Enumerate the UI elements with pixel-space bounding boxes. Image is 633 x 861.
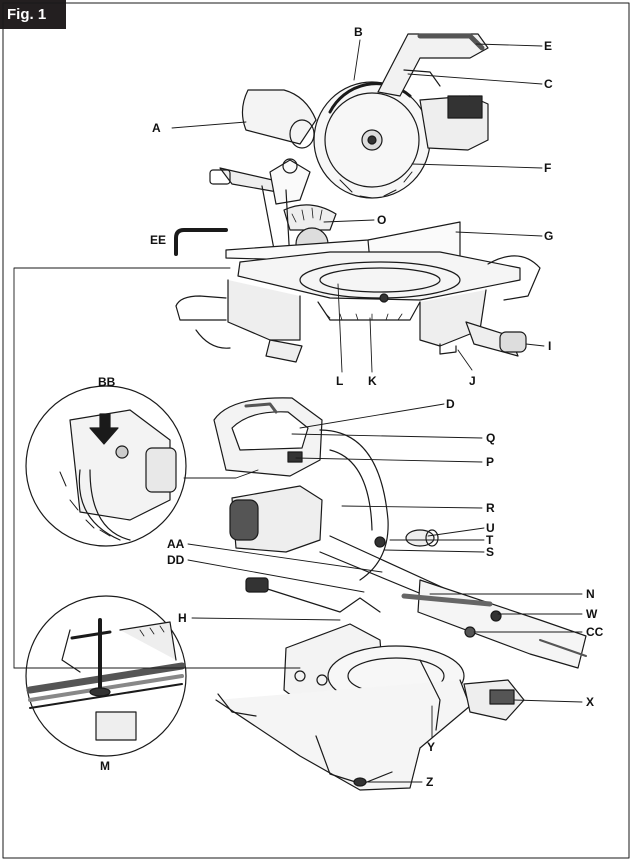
callout-r: R — [486, 501, 495, 515]
callout-g: G — [544, 229, 554, 243]
callout-cc: CC — [586, 625, 604, 639]
callout-aa: AA — [167, 537, 185, 551]
callout-a: A — [152, 121, 161, 135]
callout-b: B — [354, 25, 363, 39]
callout-dd: DD — [167, 553, 185, 567]
callout-e: E — [544, 39, 553, 53]
callout-o: O — [377, 213, 387, 227]
callout-u: U — [486, 521, 495, 535]
callout-m: M — [100, 759, 110, 773]
top-saw-illustration — [175, 33, 541, 363]
detail-circle-m — [25, 595, 187, 757]
callout-z: Z — [426, 775, 434, 789]
callout-h: H — [178, 611, 187, 625]
callout-l: L — [336, 374, 344, 388]
callout-x: X — [586, 695, 595, 709]
rear-saw-illustration — [213, 397, 587, 791]
callout-ee: EE — [150, 233, 167, 247]
callout-s: S — [486, 545, 495, 559]
callout-j: J — [469, 374, 476, 388]
callout-i: I — [548, 339, 552, 353]
callout-c: C — [544, 77, 553, 91]
callout-p: P — [486, 455, 495, 469]
figure-tab: Fig. 1 — [0, 0, 66, 29]
callout-bb: BB — [98, 375, 116, 389]
callout-n: N — [586, 587, 595, 601]
allen-key-icon — [174, 228, 228, 256]
callout-y: Y — [427, 740, 436, 754]
callout-f: F — [544, 161, 552, 175]
callout-k: K — [368, 374, 377, 388]
callout-d: D — [446, 397, 455, 411]
detail-circle-bb — [25, 385, 187, 547]
callout-t: T — [486, 533, 494, 547]
callout-q: Q — [486, 431, 496, 445]
leader-lines — [13, 39, 583, 783]
callout-w: W — [586, 607, 598, 621]
